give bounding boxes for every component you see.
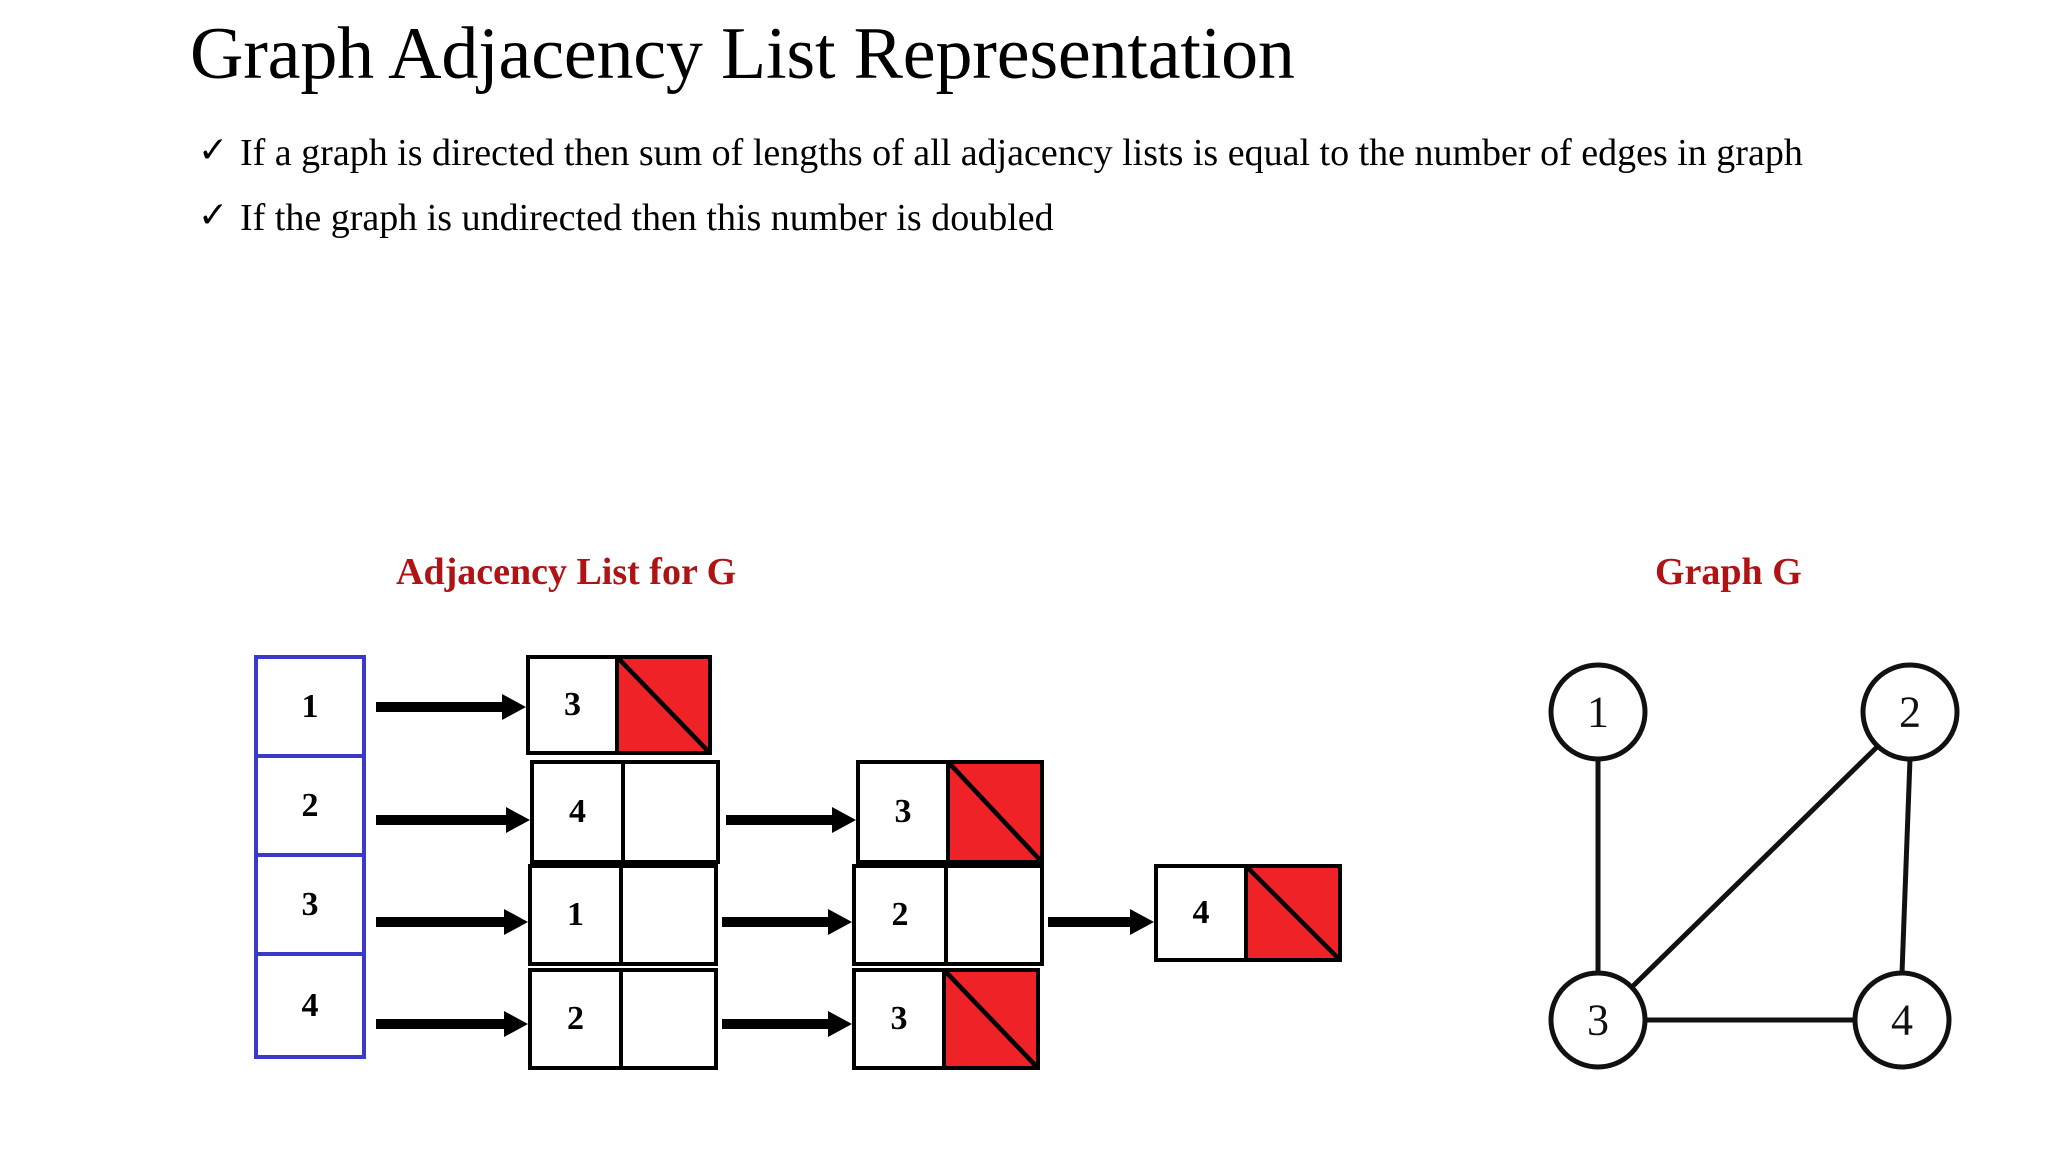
node-value: 1: [532, 868, 623, 962]
index-cell-label: 4: [301, 986, 319, 1024]
list-node: 2: [528, 968, 718, 1070]
edge-2-3: [1629, 744, 1880, 990]
graph-node-2-label: 2: [1899, 688, 1921, 737]
page-title: Graph Adjacency List Representation: [190, 13, 1295, 95]
nil-slash-icon: [946, 972, 1036, 1066]
graph-node-1: [1548, 662, 1648, 762]
node-value: 2: [532, 972, 623, 1066]
index-cell-1: 1: [258, 659, 362, 758]
graph-node-3: [1548, 970, 1648, 1070]
nil-slash-icon: [950, 764, 1040, 860]
list-node: 4: [1154, 864, 1342, 962]
graph-node-4-label: 4: [1891, 996, 1913, 1045]
graph-vertices: 1 2 3 4: [1548, 662, 1960, 1070]
bullet-text: If a graph is directed then sum of lengt…: [240, 132, 1803, 174]
node-next-pointer: [623, 868, 714, 962]
list-node: 3: [526, 655, 712, 755]
node-value: 4: [1158, 868, 1248, 958]
node-nil-marker: [950, 764, 1040, 860]
node-value: 3: [860, 764, 950, 860]
node-next-pointer: [948, 868, 1040, 962]
list-node: 2: [852, 864, 1044, 966]
index-cell-2: 2: [258, 758, 362, 857]
node-value: 4: [534, 764, 625, 860]
index-cell-label: 3: [301, 885, 319, 923]
graph-g-svg: 1 2 3 4: [1548, 662, 1960, 1070]
node-next-pointer: [623, 972, 714, 1066]
list-node: 3: [852, 968, 1040, 1070]
bullet-item: ✓ If the graph is undirected then this n…: [196, 194, 1956, 240]
nil-slash-icon: [619, 659, 708, 751]
bullet-text: If the graph is undirected then this num…: [240, 196, 1054, 239]
adjacency-list-heading: Adjacency List for G: [396, 551, 737, 593]
index-cell-3: 3: [258, 857, 362, 956]
bullet-item: ✓ If a graph is directed then sum of len…: [196, 130, 1956, 175]
node-value: 3: [856, 972, 946, 1066]
checkmark-icon: ✓: [198, 194, 229, 235]
adjacency-list-diagram: 1 2 3 4 3 4 3: [254, 655, 1342, 1070]
index-cell-label: 1: [301, 687, 319, 725]
edge-2-4: [1899, 758, 1913, 974]
node-nil-marker: [946, 972, 1036, 1066]
list-node: 3: [856, 760, 1044, 864]
node-value: 2: [856, 868, 948, 962]
graph-node-4: [1852, 970, 1952, 1070]
node-nil-marker: [1248, 868, 1338, 958]
list-node: 1: [528, 864, 718, 966]
graph-node-3-label: 3: [1587, 996, 1609, 1045]
index-cell-4: 4: [258, 956, 362, 1055]
graph-node-2: [1860, 662, 1960, 762]
index-cell-label: 2: [301, 786, 319, 824]
graph-g-diagram: 1 2 3 4: [1530, 640, 1970, 1070]
bullet-list: ✓ If a graph is directed then sum of len…: [196, 130, 1956, 261]
node-next-pointer: [625, 764, 716, 860]
graph-edges: [1595, 744, 1913, 1023]
nil-slash-icon: [1248, 868, 1338, 958]
graph-heading: Graph G: [1655, 551, 1802, 593]
graph-node-1-label: 1: [1587, 688, 1609, 737]
checkmark-icon: ✓: [198, 130, 229, 170]
vertex-index-column: 1 2 3 4: [254, 655, 366, 1059]
node-nil-marker: [619, 659, 708, 751]
node-value: 3: [530, 659, 619, 751]
list-node: 4: [530, 760, 720, 864]
